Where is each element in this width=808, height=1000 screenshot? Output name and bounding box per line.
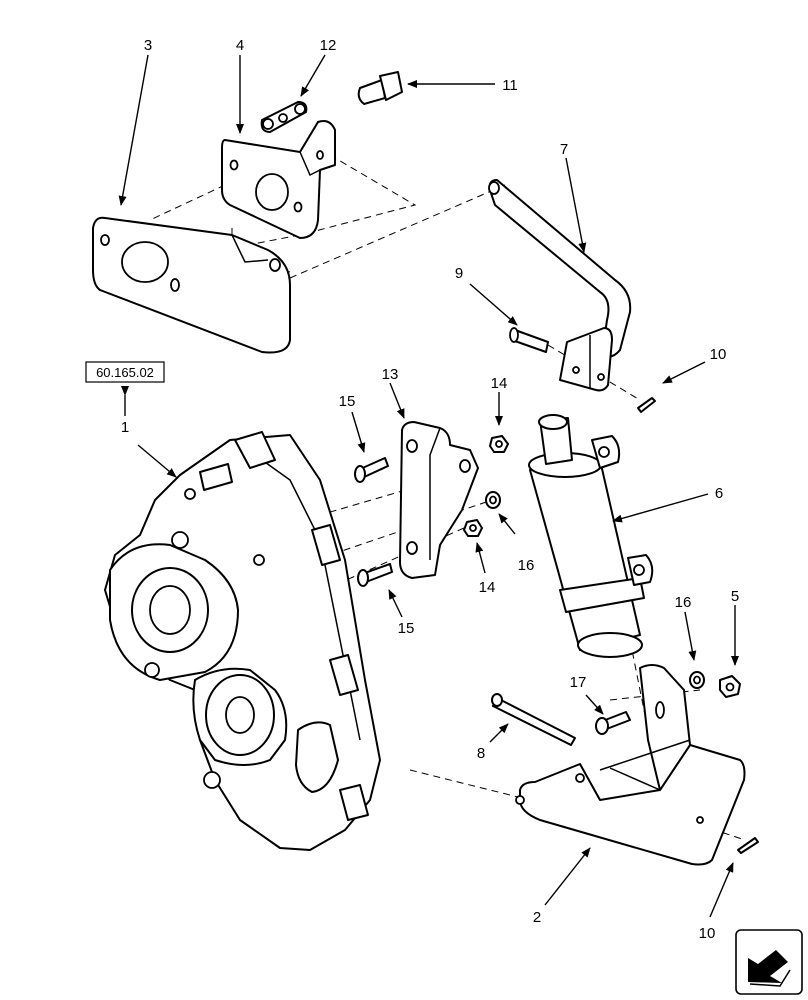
callout-5: 5 <box>731 588 739 605</box>
clevis-bracket <box>559 327 613 392</box>
reference-box-label: 60.165.02 <box>96 365 154 380</box>
cotter-pin-part-10-lower <box>737 837 759 854</box>
callout-15-upper: 15 <box>339 393 356 410</box>
callout-7: 7 <box>560 141 568 158</box>
callout-17: 17 <box>570 674 587 691</box>
nut-part-14-upper <box>489 435 509 453</box>
callout-8: 8 <box>477 745 485 762</box>
washer-part-16-lower <box>689 671 705 689</box>
leader-lines <box>118 54 739 918</box>
lever-tube-part-7 <box>488 179 632 358</box>
callout-13: 13 <box>382 366 399 383</box>
pin-part-8 <box>491 693 576 746</box>
callout-4: 4 <box>236 37 244 54</box>
screw-part-15-lower <box>357 563 393 587</box>
hydraulic-cylinder-part-6 <box>528 414 654 658</box>
callout-14-upper: 14 <box>491 375 508 392</box>
bracket-plate-part-3 <box>92 216 291 354</box>
lower-bracket-part-2 <box>515 664 746 866</box>
nut-part-14-lower <box>463 519 483 537</box>
washer-part-16-upper <box>485 491 501 509</box>
callout-10-upper: 10 <box>710 346 727 363</box>
callout-14-lower: 14 <box>479 579 496 596</box>
callout-labels: 3 4 12 11 7 9 10 1 13 15 14 6 16 14 15 5… <box>121 37 739 942</box>
callout-11: 11 <box>502 77 518 94</box>
callout-10-lower: 10 <box>699 925 716 942</box>
cotter-pin-part-10-upper <box>637 397 656 413</box>
screw-part-15-upper <box>354 457 389 483</box>
pin-part-9 <box>509 327 549 353</box>
reference-box[interactable]: 60.165.02 <box>85 361 165 383</box>
gearbox-housing-part-1 <box>104 431 381 851</box>
callout-16-lower: 16 <box>675 594 692 611</box>
chain-link-part-12 <box>260 101 308 133</box>
bolt-part-11 <box>357 71 403 105</box>
callout-9: 9 <box>455 265 463 282</box>
callout-16-upper: 16 <box>518 557 535 574</box>
next-page-arrow-icon[interactable] <box>735 929 803 995</box>
callout-1: 1 <box>121 419 129 436</box>
callout-3: 3 <box>144 37 152 54</box>
mounting-plate-part-4 <box>221 120 336 239</box>
callout-15-lower: 15 <box>398 620 415 637</box>
angle-bracket-part-13 <box>399 421 479 579</box>
callout-12: 12 <box>320 37 337 54</box>
callout-6: 6 <box>715 485 723 502</box>
nut-part-5 <box>719 675 741 698</box>
callout-2: 2 <box>533 909 541 926</box>
bolt-part-17 <box>595 711 631 735</box>
